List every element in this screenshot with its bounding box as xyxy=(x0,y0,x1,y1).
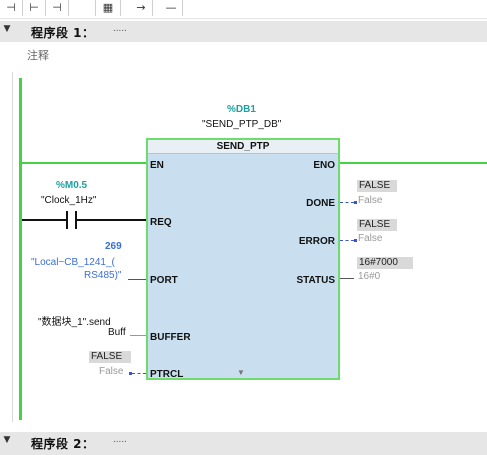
done-monitor-box: FALSE xyxy=(357,180,397,192)
instance-db-address[interactable]: %DB1 xyxy=(227,104,256,115)
collapse-triangle-icon[interactable]: ▼ xyxy=(3,435,11,445)
contact-left-bar xyxy=(66,211,68,229)
network-1-body xyxy=(12,72,487,422)
expand-chevron-icon[interactable]: ▼ xyxy=(237,368,245,377)
port-param-line1[interactable]: "Local~CB_1241_( xyxy=(31,257,115,268)
pin-error: ERROR xyxy=(298,236,335,247)
arrow-right-icon[interactable]: → xyxy=(130,0,153,16)
toolbar: ⊣ ⊢ ⊣ ▦ → — xyxy=(0,0,487,19)
network-1-title-placeholder[interactable]: ..... xyxy=(113,23,127,34)
error-value[interactable]: False xyxy=(358,233,383,244)
buffer-param-line2[interactable]: Buff xyxy=(108,327,126,338)
network-insert-3-icon[interactable]: ⊣ xyxy=(46,0,69,16)
pin-eno: ENO xyxy=(313,160,335,171)
eno-wire xyxy=(340,162,487,164)
port-wire xyxy=(128,279,146,280)
network-2-title: 程序段 2： xyxy=(31,437,95,451)
done-wire xyxy=(340,202,354,203)
buffer-param-line1[interactable]: "数据块_1".send xyxy=(38,317,111,328)
req-wire-right xyxy=(77,219,146,221)
ptrcl-monitor-box: FALSE xyxy=(89,351,131,363)
ptrcl-dot xyxy=(129,372,132,375)
status-monitor-box: 16#7000 xyxy=(357,257,413,269)
pin-status: STATUS xyxy=(296,275,335,286)
pin-en: EN xyxy=(150,160,164,171)
req-contact-tag[interactable]: "Clock_1Hz" xyxy=(41,195,97,206)
block-type-name: SEND_PTP xyxy=(148,140,338,154)
minus-icon[interactable]: — xyxy=(160,0,183,16)
status-value[interactable]: 16#0 xyxy=(358,271,381,282)
network-2-title-placeholder[interactable]: ..... xyxy=(113,434,127,445)
ptrcl-wire xyxy=(132,373,146,374)
error-wire xyxy=(340,240,354,241)
port-param-line2[interactable]: RS485)" xyxy=(84,270,122,281)
calculator-icon[interactable]: ▦ xyxy=(95,0,121,16)
network-insert-2-icon[interactable]: ⊢ xyxy=(23,0,46,16)
req-contact-address[interactable]: %M0.5 xyxy=(56,180,88,191)
req-wire-left xyxy=(22,219,66,221)
done-value[interactable]: False xyxy=(358,195,383,206)
power-rail xyxy=(19,78,22,420)
pin-req: REQ xyxy=(150,217,172,228)
normally-open-contact[interactable] xyxy=(66,211,77,229)
buffer-wire xyxy=(130,335,146,336)
comment-label: 注释 xyxy=(27,49,49,62)
pin-buffer: BUFFER xyxy=(150,332,191,343)
pin-ptrcl: PTRCL xyxy=(150,369,184,380)
contact-right-bar xyxy=(75,211,77,229)
en-wire xyxy=(22,162,146,164)
network-1-title: 程序段 1： xyxy=(31,26,95,40)
status-wire xyxy=(340,278,354,279)
pin-done: DONE xyxy=(306,198,335,209)
network-insert-icon[interactable]: ⊣ xyxy=(0,0,23,16)
ptrcl-value[interactable]: False xyxy=(99,366,124,377)
error-dot xyxy=(354,239,357,242)
network-2-header[interactable]: ▼ 程序段 2： ..... xyxy=(0,432,487,455)
pin-port: PORT xyxy=(150,275,178,286)
port-monitor-value: 269 xyxy=(105,241,122,252)
collapse-triangle-icon[interactable]: ▼ xyxy=(3,24,11,34)
error-monitor-box: FALSE xyxy=(357,219,397,231)
network-1-comment[interactable]: 注释 xyxy=(12,42,487,70)
network-1-header[interactable]: ▼ 程序段 1： ..... xyxy=(0,21,487,42)
done-dot xyxy=(354,201,357,204)
instance-db-name[interactable]: "SEND_PTP_DB" xyxy=(202,119,282,130)
send-ptp-block[interactable]: SEND_PTP EN REQ PORT BUFFER PTRCL ENO DO… xyxy=(146,138,340,380)
